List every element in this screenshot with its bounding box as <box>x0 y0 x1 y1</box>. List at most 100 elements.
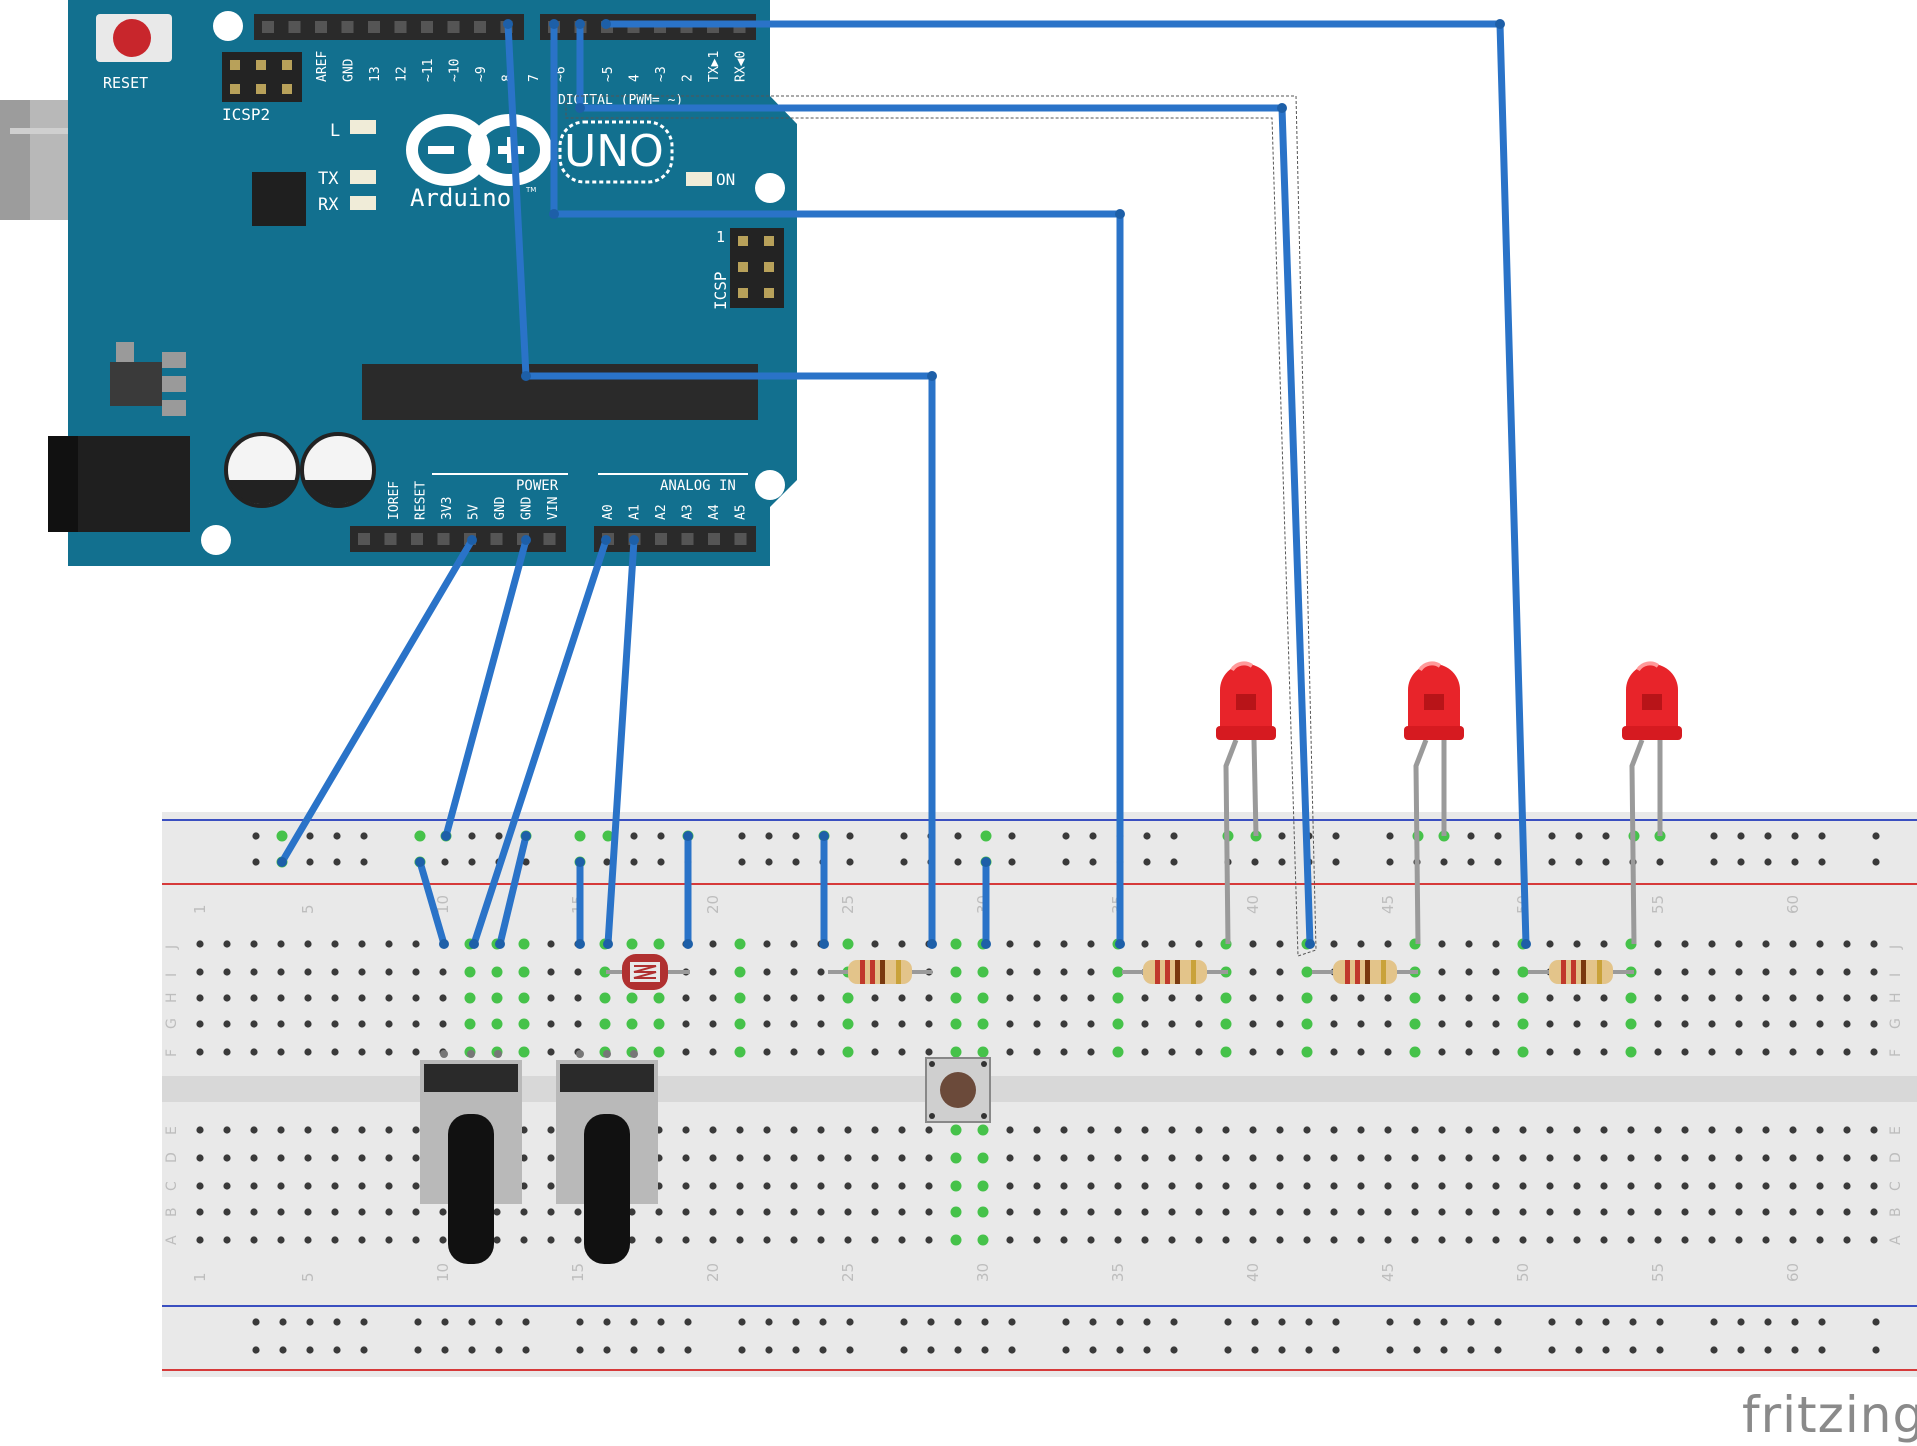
wire-endpoint[interactable] <box>1277 103 1287 113</box>
wire-endpoint[interactable] <box>981 857 991 867</box>
wire-endpoint[interactable] <box>629 535 639 545</box>
rail-hole <box>1224 1318 1232 1326</box>
wire-endpoint[interactable] <box>1115 939 1125 949</box>
pin-label: A5 <box>734 504 749 520</box>
breadboard-hole <box>709 1236 717 1244</box>
rail-hole <box>1332 858 1340 866</box>
rail-hole <box>657 1318 665 1326</box>
pin-label: TX▶1 <box>707 51 722 82</box>
breadboard-hole <box>790 1182 798 1190</box>
wire-endpoint[interactable] <box>819 939 829 949</box>
breadboard-hole <box>277 1020 285 1028</box>
breadboard-hole <box>1357 1048 1365 1056</box>
breadboard-hole <box>1789 1126 1797 1134</box>
breadboard-hole <box>358 994 366 1002</box>
wire-endpoint[interactable] <box>575 857 585 867</box>
rail-hole <box>306 832 314 840</box>
wire-endpoint[interactable] <box>1115 209 1125 219</box>
wire-endpoint[interactable] <box>601 19 611 29</box>
wire-endpoint[interactable] <box>1521 939 1531 949</box>
rail-hole <box>1656 1346 1664 1354</box>
breadboard-hole <box>250 1126 258 1134</box>
breadboard-hole <box>1168 1048 1176 1056</box>
row-letter: H <box>1888 992 1904 1003</box>
breadboard-hole <box>1681 1236 1689 1244</box>
wire-endpoint[interactable] <box>549 209 559 219</box>
breadboard-hole <box>709 1048 717 1056</box>
breadboard-hole <box>1654 994 1662 1002</box>
wire-endpoint[interactable] <box>469 939 479 949</box>
wire-endpoint[interactable] <box>439 939 449 949</box>
wire-endpoint[interactable] <box>1495 19 1505 29</box>
wire-endpoint[interactable] <box>819 831 829 841</box>
breadboard-hole <box>1060 1126 1068 1134</box>
connected-hole <box>464 992 476 1004</box>
breadboard-hole <box>682 1126 690 1134</box>
potentiometer[interactable] <box>420 1050 522 1264</box>
wire-endpoint[interactable] <box>603 939 613 949</box>
breadboard-hole <box>520 1154 528 1162</box>
connected-hole <box>1625 1018 1637 1030</box>
breadboard-hole <box>1249 1048 1257 1056</box>
wire-endpoint[interactable] <box>601 535 611 545</box>
breadboard-hole <box>1546 1236 1554 1244</box>
l-led-label: L <box>330 121 340 141</box>
wire-endpoint[interactable] <box>575 939 585 949</box>
wire-endpoint[interactable] <box>467 535 477 545</box>
wire-endpoint[interactable] <box>495 939 505 949</box>
breadboard-hole <box>1492 1020 1500 1028</box>
breadboard-hole <box>736 1126 744 1134</box>
breadboard-hole <box>223 1182 231 1190</box>
breadboard-hole <box>574 994 582 1002</box>
wire-endpoint[interactable] <box>683 939 693 949</box>
breadboard-hole <box>1384 1182 1392 1190</box>
wire-endpoint[interactable] <box>981 939 991 949</box>
connected-hole <box>842 1018 854 1030</box>
breadboard-hole <box>1141 1126 1149 1134</box>
rail-hole <box>1548 858 1556 866</box>
connected-hole <box>950 1234 962 1246</box>
connected-hole <box>977 966 989 978</box>
rail-hole <box>1872 1346 1880 1354</box>
rail-hole <box>738 832 746 840</box>
led-legs <box>1223 739 1663 945</box>
breadboard-hole <box>196 1154 204 1162</box>
breadboard-hole <box>1681 994 1689 1002</box>
breadboard-hole <box>1870 1126 1878 1134</box>
connected-hole <box>518 966 530 978</box>
wire-endpoint[interactable] <box>1305 939 1315 949</box>
rail-hole <box>333 1318 341 1326</box>
wire-endpoint[interactable] <box>927 939 937 949</box>
wire-endpoint[interactable] <box>927 371 937 381</box>
wire-endpoint[interactable] <box>575 103 585 113</box>
breadboard-hole <box>1573 1126 1581 1134</box>
wire-endpoint[interactable] <box>575 19 585 29</box>
wire-endpoint[interactable] <box>415 857 425 867</box>
rail-hole <box>1440 1346 1448 1354</box>
wire-endpoint[interactable] <box>503 19 513 29</box>
breadboard-hole <box>1438 940 1446 948</box>
breadboard-hole <box>1870 940 1878 948</box>
potentiometer[interactable] <box>556 1050 658 1264</box>
wire-endpoint[interactable] <box>521 535 531 545</box>
breadboard-hole <box>1816 1020 1824 1028</box>
breadboard-hole <box>250 1208 258 1216</box>
pushbutton[interactable] <box>925 1057 991 1123</box>
wire-endpoint[interactable] <box>441 831 451 841</box>
breadboard-hole <box>709 1126 717 1134</box>
wire-endpoint[interactable] <box>521 371 531 381</box>
breadboard-hole <box>1519 1182 1527 1190</box>
breadboard-hole <box>817 1236 825 1244</box>
breadboard-hole <box>412 940 420 948</box>
row-letter: E <box>164 1126 180 1135</box>
wire-endpoint[interactable] <box>683 831 693 841</box>
breadboard-hole <box>385 1208 393 1216</box>
wire-endpoint[interactable] <box>277 857 287 867</box>
rail-hole <box>1548 1346 1556 1354</box>
breadboard-hole <box>412 1048 420 1056</box>
column-number: 5 <box>299 904 317 914</box>
breadboard-hole <box>1006 1020 1014 1028</box>
wire-endpoint[interactable] <box>521 831 531 841</box>
rail-hole <box>1386 1318 1394 1326</box>
wire-endpoint[interactable] <box>549 19 559 29</box>
